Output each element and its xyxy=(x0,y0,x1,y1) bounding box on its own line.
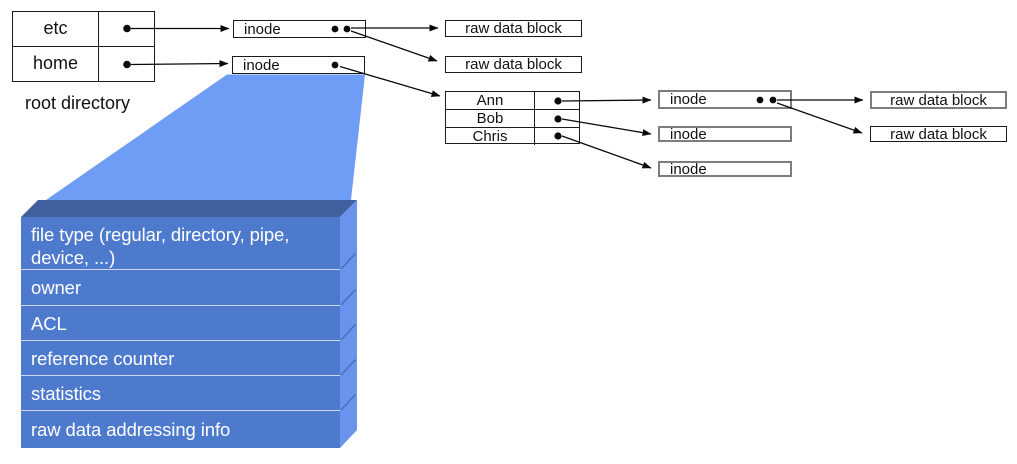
root-directory-table: etc home xyxy=(12,11,155,82)
inode-detail-stack: file type (regular, directory, pipe, dev… xyxy=(21,217,340,448)
inode-field-file-type: file type (regular, directory, pipe, dev… xyxy=(31,224,290,268)
dir-entry-pointer-cell-home xyxy=(99,47,154,82)
inode-box-bob: inode xyxy=(658,126,792,142)
dir-entry-name-bob: Bob xyxy=(446,110,535,128)
inode-field-reference-counter: reference counter xyxy=(21,340,340,375)
zoom-funnel-shape xyxy=(46,74,365,200)
raw-data-block-1: raw data block xyxy=(445,20,582,37)
stack-top-face xyxy=(21,200,357,217)
raw-data-block-2: raw data block xyxy=(445,56,582,73)
dir-entry-name-ann: Ann xyxy=(446,92,535,110)
inode-box-etc: inode xyxy=(233,20,366,38)
dir-entry-pointer-cell-chris xyxy=(535,128,579,145)
inode-box-home: inode xyxy=(232,56,365,74)
raw-data-block-4: raw data block xyxy=(870,126,1007,142)
stack-side-separator-ticks xyxy=(340,253,357,411)
inode-field-owner: owner xyxy=(21,269,340,305)
inode-box-chris: inode xyxy=(658,161,792,177)
dir-entry-name-home: home xyxy=(13,46,99,81)
home-directory-table: Ann Bob Chris xyxy=(445,91,580,145)
inode-field-statistics: statistics xyxy=(21,375,340,410)
dir-entry-pointer-cell-ann xyxy=(535,92,579,110)
root-directory-caption: root directory xyxy=(25,93,131,113)
raw-data-block-3: raw data block xyxy=(870,91,1007,109)
inode-field-acl: ACL xyxy=(21,305,340,340)
dir-entry-pointer-cell-etc xyxy=(99,12,154,47)
stack-right-face xyxy=(340,200,357,448)
inode-field-raw-data-addressing: raw data addressing info xyxy=(21,410,340,448)
dir-entry-name-chris: Chris xyxy=(446,128,535,145)
dir-entry-name-etc: etc xyxy=(13,12,99,47)
dir-entry-pointer-cell-bob xyxy=(535,110,579,128)
inode-box-ann: inode xyxy=(658,90,792,109)
